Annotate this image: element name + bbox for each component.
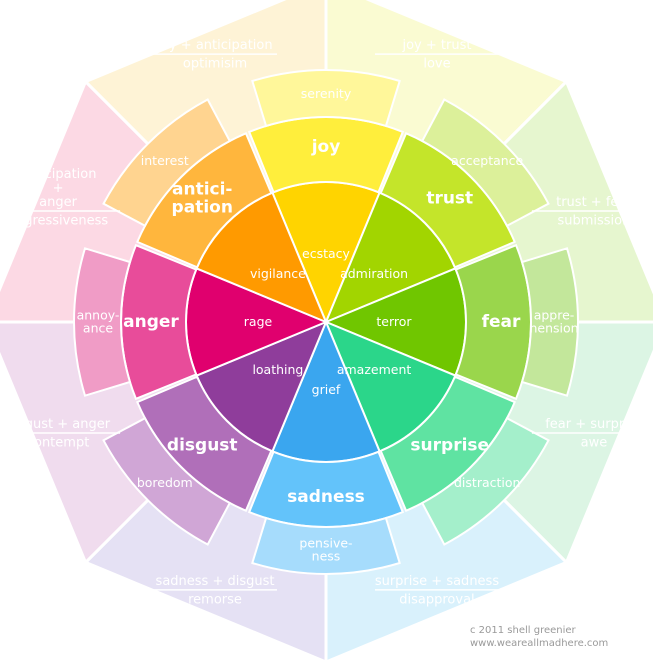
dyad-result-label: submission [557, 214, 630, 229]
emotion-labels: ecstacy joy serenity admiration trust accepta… [0, 38, 653, 607]
emotion-primary-label: surprise [410, 436, 489, 456]
emotion-primary-label-line: sadness [287, 487, 365, 507]
dyad-result-label: optimisim [183, 57, 247, 72]
emotion-inner-label-line: ecstacy [302, 246, 351, 261]
emotion-outer-label-line: ness [312, 548, 341, 563]
dyad-result-label: remorse [188, 592, 242, 607]
dyad-pair-line: + [53, 181, 64, 196]
emotion-outer-label-line: ance [83, 320, 113, 335]
emotion-inner-label-line: admiration [340, 265, 408, 280]
emotion-inner-label: loathing [252, 362, 303, 377]
emotion-primary-label: anger [123, 312, 179, 332]
dyad-pair-line: sadness + disgust [156, 573, 275, 588]
emotion-primary-label: fear [482, 312, 521, 332]
emotion-inner-label-line: grief [312, 382, 341, 397]
dyad-pair-label: fear + surprise [545, 416, 642, 431]
emotion-inner-label-line: vigilance [250, 265, 306, 280]
emotion-primary-label-line: fear [482, 312, 521, 332]
petal-outer-disgust [102, 416, 232, 546]
emotion-outer-label: pensive-ness [299, 535, 352, 563]
dyad-pair-label: disgust + anger [6, 416, 111, 431]
copyright-line: c 2011 shell greenier [470, 625, 576, 636]
emotion-inner-label: ecstacy [302, 246, 351, 261]
dyad-result-label: awe [581, 435, 608, 450]
emotion-outer-label-line: interest [141, 152, 189, 167]
emotion-outer-label-line: annoy- [77, 307, 120, 322]
petal-outer-trust [420, 98, 550, 228]
emotion-outer-label-line: appre- [534, 307, 575, 322]
emotion-outer-label: serenity [301, 86, 352, 101]
dyad-pair-line: trust + fear [556, 195, 632, 210]
emotion-outer-label-line: hension [529, 320, 578, 335]
emotion-inner-label-line: loathing [252, 362, 303, 377]
emotion-inner-label: rage [244, 314, 273, 329]
dyad-pair-line: anticipation [20, 167, 97, 182]
emotion-outer-label: distraction [454, 475, 520, 490]
petal-outer-joy [251, 69, 401, 128]
emotion-outer-label-line: distraction [454, 475, 520, 490]
petal-outer-fear [520, 247, 579, 397]
dyad-pair-label: joy + anticipation [156, 38, 272, 53]
emotion-inner-label: grief [312, 382, 341, 397]
dyad-result-label: contempt [27, 435, 89, 450]
emotion-primary-label-line: joy [311, 137, 341, 157]
emotion-outer-label: interest [141, 152, 189, 167]
emotion-primary-label: disgust [167, 436, 238, 456]
emotion-primary-label-line: antici- [172, 179, 233, 199]
dyad-pair-line: anger [39, 195, 77, 210]
dyad-result-label: disapproval [399, 592, 474, 607]
emotion-petals [73, 69, 579, 575]
emotion-outer-label: annoy-ance [77, 307, 120, 335]
emotion-primary-label-line: anger [123, 312, 179, 332]
dyad-pair-line: joy + anticipation [156, 38, 272, 53]
dyad-pair-label: anticipation+anger [20, 167, 97, 210]
emotion-inner-label: admiration [340, 265, 408, 280]
emotion-primary-label: trust [426, 188, 473, 208]
dyad-pair-line: surprise + sadness [375, 573, 499, 588]
emotion-inner-label-line: terror [376, 314, 412, 329]
emotion-outer-label-line: serenity [301, 86, 352, 101]
dyad-pair-label: surprise + sadness [375, 573, 499, 588]
dyad-pair-line: joy + trust [401, 38, 471, 53]
website-link: www.weareallmadhere.com [470, 638, 609, 649]
dyad-pair-line: disgust + anger [6, 416, 111, 431]
petal-outer-sadness [251, 516, 401, 575]
dyad-result-label: aggressiveness [8, 214, 108, 229]
dyad-pair-label: sadness + disgust [156, 573, 275, 588]
emotion-inner-label-line: rage [244, 314, 273, 329]
emotion-primary-label: sadness [287, 487, 365, 507]
emotion-inner-label: terror [376, 314, 412, 329]
emotion-outer-label: boredom [137, 475, 193, 490]
emotion-primary-label: joy [311, 137, 341, 157]
copyright-credit: c 2011 shell greenier www.weareallmadher… [470, 624, 640, 650]
petal-outer-anticipation [102, 98, 232, 228]
dyad-pair-label: joy + trust [401, 38, 471, 53]
emotion-primary-label-line: surprise [410, 436, 489, 456]
emotion-outer-label-line: acceptance [451, 152, 523, 167]
emotion-inner-label-line: amazement [337, 362, 412, 377]
dyad-pair-label: trust + fear [556, 195, 632, 210]
emotion-outer-label: acceptance [451, 152, 523, 167]
emotion-outer-label-line: pensive- [299, 535, 352, 550]
emotion-outer-label-line: boredom [137, 475, 193, 490]
emotion-outer-label: appre-hension [529, 307, 578, 335]
dyad-pair-line: fear + surprise [545, 416, 642, 431]
emotion-primary-label-line: pation [172, 197, 233, 217]
petal-outer-surprise [420, 416, 550, 546]
emotion-primary-label-line: disgust [167, 436, 238, 456]
dyad-result-label: love [423, 57, 450, 72]
emotion-primary-label: antici-pation [172, 179, 233, 217]
emotion-primary-label-line: trust [426, 188, 473, 208]
emotion-inner-label: vigilance [250, 265, 306, 280]
emotion-inner-label: amazement [337, 362, 412, 377]
petal-outer-anger [73, 247, 132, 397]
